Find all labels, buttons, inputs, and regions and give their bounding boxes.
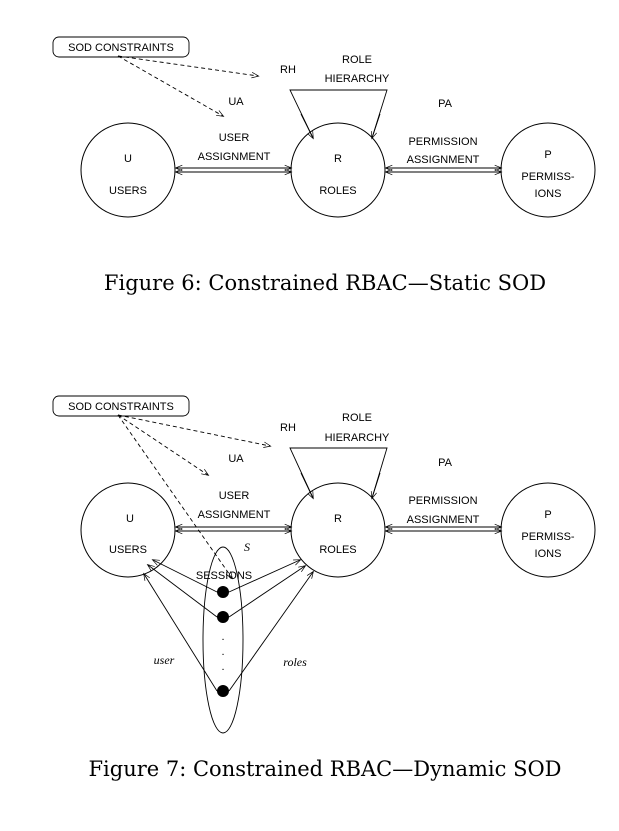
role-hierarchy-arrow-right	[370, 113, 381, 140]
pa-label: PA	[438, 457, 453, 469]
ellipsis-dot: .	[221, 646, 224, 658]
ua-label: UA	[228, 453, 244, 465]
sod-constraints-label: SOD CONSTRAINTS	[68, 401, 174, 413]
sod-constraints-label: SOD CONSTRAINTS	[68, 42, 174, 54]
role-hierarchy-label-line1: ROLE	[342, 54, 372, 66]
sessions-ellipse	[202, 546, 244, 734]
rh-label: RH	[280, 64, 296, 76]
permissions-label-line1: PERMISS-	[521, 171, 575, 183]
permissions-label-line2: IONS	[535, 548, 562, 560]
permissions-circle	[500, 482, 596, 578]
users-circle	[80, 122, 176, 218]
sod-to-sessions-dashed-arrow	[117, 414, 233, 580]
session-user-arrow	[143, 572, 218, 692]
roles-symbol: R	[334, 153, 342, 165]
figure-7: SOD CONSTRAINTS U USERS R ROLES P PERMIS…	[52, 395, 596, 781]
session-user-arrow	[151, 559, 218, 593]
user-assignment-label-line1: USER	[219, 132, 250, 144]
sod-to-rh-dashed-arrow	[117, 414, 272, 448]
user-edge-label: user	[154, 653, 175, 667]
ellipsis-dot: .	[221, 631, 224, 643]
role-hierarchy-arrow-left	[300, 472, 314, 500]
session-dot	[217, 685, 229, 697]
permission-assignment-label-line2: ASSIGNMENT	[407, 154, 480, 166]
ellipsis-dot: .	[221, 661, 224, 673]
role-hierarchy-loop	[289, 447, 388, 499]
sod-to-rh-dashed-arrow	[117, 55, 260, 79]
role-hierarchy-arrow-right	[370, 472, 381, 500]
session-roles-arrow	[228, 565, 307, 618]
role-hierarchy-label-line2: HIERARCHY	[325, 432, 390, 444]
users-label: USERS	[109, 544, 147, 556]
roles-label: ROLES	[319, 544, 356, 556]
role-hierarchy-label-line1: ROLE	[342, 412, 372, 424]
permission-assignment-label-line2: ASSIGNMENT	[407, 514, 480, 526]
permission-assignment-label-line1: PERMISSION	[408, 136, 477, 148]
users-label: USERS	[109, 185, 147, 197]
figure-6-caption: Figure 6: Constrained RBAC—Static SOD	[104, 271, 546, 295]
session-dot	[217, 586, 229, 598]
roles-edge-label: roles	[283, 655, 307, 669]
permissions-circle	[500, 122, 596, 218]
user-assignment-label-line1: USER	[219, 490, 250, 502]
permission-assignment-label-line1: PERMISSION	[408, 495, 477, 507]
rh-label: RH	[280, 422, 296, 434]
sod-constraints-box	[52, 36, 190, 58]
users-symbol: U	[126, 513, 134, 525]
role-hierarchy-label-line2: HIERARCHY	[325, 73, 390, 85]
user-assignment-label-line2: ASSIGNMENT	[198, 509, 271, 521]
permissions-label-line1: PERMISS-	[521, 531, 575, 543]
permissions-symbol: P	[544, 509, 551, 521]
role-hierarchy-arrow-left	[300, 113, 314, 140]
roles-circle	[290, 482, 386, 578]
ua-label: UA	[228, 96, 244, 108]
user-assignment-label-line2: ASSIGNMENT	[198, 151, 271, 163]
roles-circle	[290, 122, 386, 218]
session-user-arrow	[146, 564, 218, 618]
roles-label: ROLES	[319, 185, 356, 197]
pa-label: PA	[438, 98, 453, 110]
session-dot	[217, 611, 229, 623]
users-circle	[80, 482, 176, 578]
users-symbol: U	[124, 153, 132, 165]
permissions-symbol: P	[544, 149, 551, 161]
session-roles-arrow	[228, 570, 314, 692]
s-symbol: S	[244, 540, 250, 554]
roles-symbol: R	[334, 513, 342, 525]
session-roles-arrow	[228, 559, 302, 593]
figure-7-caption: Figure 7: Constrained RBAC—Dynamic SOD	[88, 757, 561, 781]
figure-6: SOD CONSTRAINTS U USERS R ROLES P PERMIS…	[52, 36, 596, 295]
sessions-label: SESSIONS	[196, 570, 252, 582]
sod-to-ua-dashed-arrow	[117, 55, 225, 117]
permissions-label-line2: IONS	[535, 188, 562, 200]
